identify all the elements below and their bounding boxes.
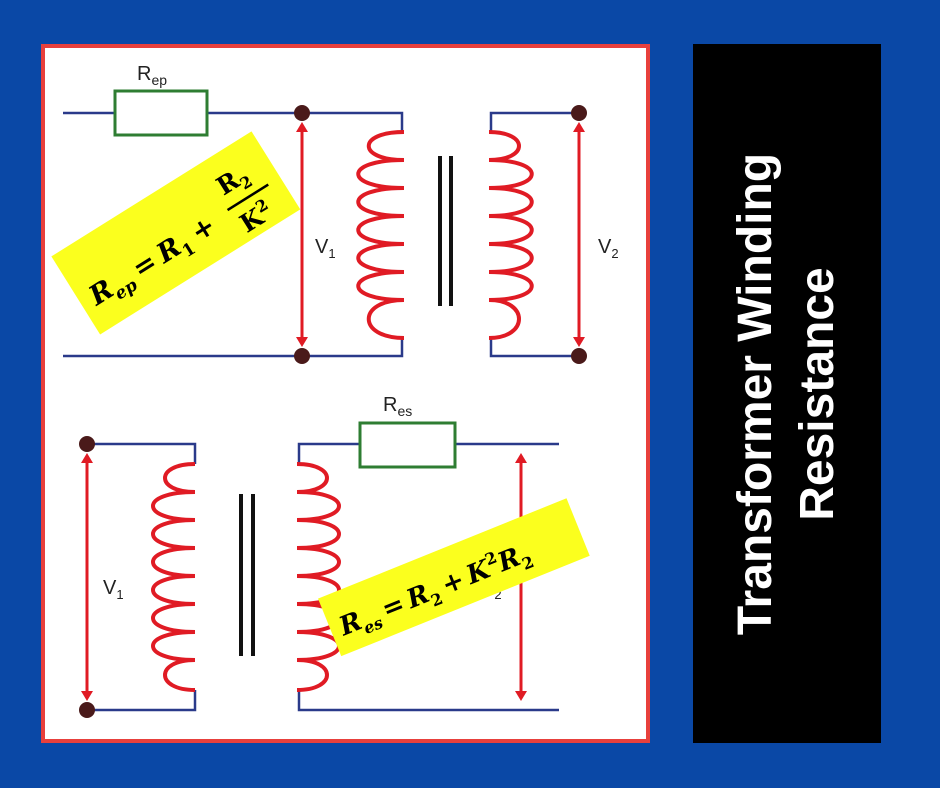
bottom-resistor: [358, 421, 457, 469]
bottom-terminal-v1-bottom: [79, 702, 95, 718]
page-title-line2: Resistance: [791, 266, 844, 521]
top-resistor: [113, 89, 209, 137]
bottom-primary-wire-bottom: [87, 690, 197, 712]
bottom-secondary-wire-top: [297, 442, 559, 464]
page-title: Transformer Winding Resistance: [725, 54, 849, 734]
bottom-primary-coil: [151, 462, 196, 692]
bottom-circuit: Res V1 V2 Res=R2+K2R2: [79, 394, 590, 718]
page-title-line1: Transformer Winding: [729, 152, 782, 635]
bottom-terminal-v1-top: [79, 436, 95, 452]
top-v2-label: V2: [598, 236, 619, 261]
top-equation-callout: Rep=R1+ R2 K2: [51, 131, 301, 335]
top-primary-coil: [356, 130, 405, 340]
bottom-primary-wire-top: [87, 442, 197, 464]
diagram-panel: Rep V1 V2 Rep=R1+ R2: [41, 44, 650, 743]
top-terminal-v2-top: [571, 105, 587, 121]
top-secondary-wire-top: [489, 111, 579, 132]
bottom-resistor-label: Res: [383, 394, 412, 419]
top-terminal-v2-bottom: [571, 348, 587, 364]
circuit-diagram: Rep V1 V2 Rep=R1+ R2: [51, 63, 619, 718]
top-primary-wire-top: [63, 111, 404, 132]
top-primary-wire-bottom: [63, 338, 404, 358]
bottom-equation-highlight: [318, 498, 590, 657]
title-box: Transformer Winding Resistance: [693, 44, 881, 743]
top-v1-label: V1: [315, 236, 336, 261]
top-equation-fraction-bar: [226, 183, 269, 212]
top-secondary-coil: [488, 130, 534, 340]
top-circuit: Rep V1 V2 Rep=R1+ R2: [51, 63, 619, 364]
top-resistor-label: Rep: [137, 63, 167, 88]
top-equation-highlight: [51, 131, 301, 335]
top-secondary-wire-bottom: [489, 338, 579, 358]
bottom-equation-callout: Res=R2+K2R2: [318, 498, 590, 657]
top-terminal-v1-top: [294, 105, 310, 121]
bottom-secondary-coil: [296, 462, 341, 692]
top-terminal-v1-bottom: [294, 348, 310, 364]
bottom-secondary-wire-bottom: [297, 690, 559, 712]
bottom-v1-label: V1: [103, 577, 124, 602]
